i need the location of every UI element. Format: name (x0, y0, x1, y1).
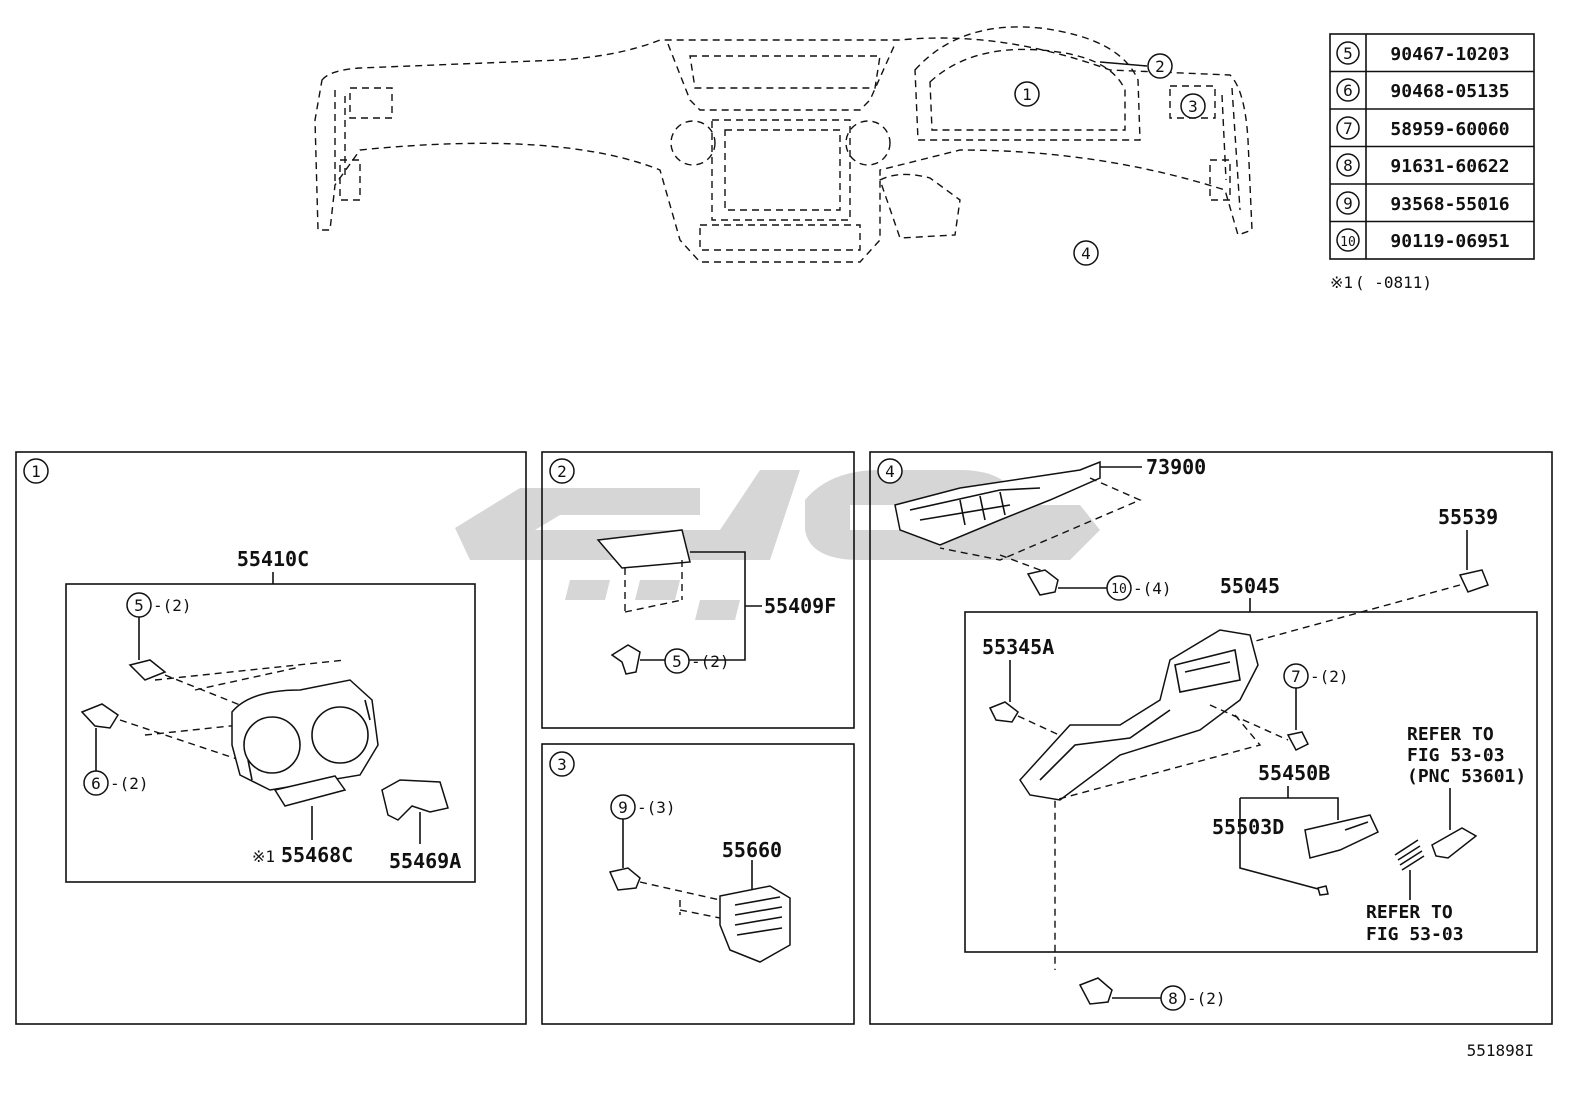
bracket-73900 (894, 460, 1101, 546)
svg-text:90467-10203: 90467-10203 (1390, 44, 1509, 65)
label-55503D[interactable]: 55503D (1212, 815, 1284, 839)
label-55469A[interactable]: 55469A (389, 849, 461, 873)
refer-text-2[interactable]: FIG 53-03 (1366, 924, 1464, 945)
glovebox-55503D (1304, 814, 1379, 859)
refer-text-3[interactable]: REFER TO (1407, 724, 1494, 745)
callout-5-panel2[interactable]: 5 -(2) (664, 648, 730, 674)
svg-text:10: 10 (1340, 235, 1356, 250)
clip-6 (80, 703, 120, 729)
dashboard-overview (314, 26, 1253, 263)
bolt-8 (1078, 977, 1113, 1005)
callout-9[interactable]: 9 -(3) (610, 794, 676, 868)
svg-text:-(3): -(3) (637, 798, 676, 817)
callout-5[interactable]: 5 -(2) (126, 592, 192, 660)
svg-text:2: 2 (1155, 57, 1165, 76)
clip-panel2 (610, 644, 641, 675)
screw-9 (608, 867, 641, 891)
svg-text:2: 2 (557, 462, 567, 481)
svg-text:-(2): -(2) (691, 652, 730, 671)
svg-text:6: 6 (1343, 81, 1353, 100)
svg-text:3: 3 (1188, 97, 1198, 116)
refer-text-5[interactable]: (PNC 53601) (1407, 766, 1526, 787)
svg-text:7: 7 (1343, 119, 1353, 138)
svg-text:-(4): -(4) (1133, 579, 1172, 598)
table-footnote-mark: ※1 (1330, 273, 1353, 292)
svg-text:90468-05135: 90468-05135 (1390, 81, 1509, 102)
label-55410C[interactable]: 55410C (237, 547, 309, 571)
label-55345A[interactable]: 55345A (982, 635, 1054, 659)
table-row: 8 91631-60622 (1336, 153, 1510, 177)
svg-text:10: 10 (1111, 582, 1127, 597)
label-55468C[interactable]: 55468C (281, 843, 353, 867)
svg-text:8: 8 (1343, 156, 1353, 175)
callout-7[interactable]: 7 -(2) (1283, 663, 1349, 730)
svg-text:93568-55016: 93568-55016 (1390, 194, 1509, 215)
table-row: 9 93568-55016 (1336, 191, 1510, 215)
table-row: 6 90468-05135 (1336, 78, 1510, 102)
label-73900[interactable]: 73900 (1146, 455, 1206, 479)
svg-text:-(2): -(2) (110, 774, 149, 793)
svg-text:5: 5 (1343, 44, 1353, 63)
panel-2: 2 55409F 5 -(2) (541, 451, 855, 729)
latch-53601 (1431, 827, 1478, 859)
label-55045[interactable]: 55045 (1220, 574, 1280, 598)
panel-1: 1 55410C 5 -(2) 6 -(2) (15, 451, 527, 1025)
svg-text:90119-06951: 90119-06951 (1390, 231, 1509, 252)
part-55468C-shape (273, 775, 347, 807)
label-55660[interactable]: 55660 (722, 838, 782, 862)
svg-text:9: 9 (618, 798, 628, 817)
table-row: 10 90119-06951 (1336, 228, 1510, 252)
cluster-bezel (231, 679, 379, 791)
svg-text:58959-60060: 58959-60060 (1390, 119, 1509, 140)
svg-text:4: 4 (1081, 244, 1091, 263)
figure-id: 551898I (1467, 1041, 1534, 1060)
parts-table: 5 90467-10203 6 90468-05135 7 58959-6006… (1329, 33, 1535, 292)
cover-55409F (596, 529, 691, 569)
svg-text:1: 1 (31, 462, 41, 481)
refer-text-1[interactable]: REFER TO (1366, 902, 1453, 923)
table-footnote-text: ( -0811) (1355, 273, 1432, 292)
clip-7 (1286, 731, 1310, 751)
bolt-10 (1026, 569, 1059, 596)
svg-text:1: 1 (1022, 85, 1032, 104)
svg-text:3: 3 (557, 755, 567, 774)
svg-text:8: 8 (1168, 989, 1178, 1008)
overview-callout-1[interactable]: 1 (1014, 81, 1040, 107)
overview-callout-2[interactable]: 2 (1099, 53, 1173, 79)
svg-text:-(2): -(2) (153, 596, 192, 615)
callout-10[interactable]: 10 -(4) (1106, 575, 1172, 601)
callout-8[interactable]: 8 -(2) (1160, 985, 1226, 1011)
svg-text:4: 4 (885, 462, 895, 481)
svg-text:91631-60622: 91631-60622 (1390, 156, 1509, 177)
svg-text:5: 5 (672, 652, 682, 671)
clip-55539 (1458, 569, 1489, 593)
part-55469A-shape (381, 779, 449, 821)
svg-text:5: 5 (134, 596, 144, 615)
svg-text:7: 7 (1291, 667, 1301, 686)
svg-text:※1: ※1 (252, 847, 275, 866)
label-55450B[interactable]: 55450B (1258, 761, 1330, 785)
callout-6[interactable]: 6 -(2) (83, 728, 149, 796)
svg-text:9: 9 (1343, 194, 1353, 213)
lower-panel-55045 (1019, 629, 1259, 801)
refer-text-4[interactable]: FIG 53-03 (1407, 745, 1505, 766)
clip-55345A (988, 701, 1019, 723)
table-row: 7 58959-60060 (1336, 116, 1510, 140)
panel-3: 3 9 -(3) 55660 (541, 743, 855, 1025)
svg-text:-(2): -(2) (1187, 989, 1226, 1008)
table-row: 5 90467-10203 (1336, 41, 1510, 65)
spring (1394, 839, 1425, 871)
label-55409F[interactable]: 55409F (764, 594, 836, 618)
panel-4: 4 73900 10 -(4) 55539 55045 55345A 7 -( (869, 451, 1553, 1025)
label-55539[interactable]: 55539 (1438, 505, 1498, 529)
svg-text:6: 6 (91, 774, 101, 793)
overview-callout-3[interactable]: 3 (1180, 93, 1206, 119)
small-clip (1317, 885, 1329, 896)
clip-5 (128, 659, 167, 681)
overview-callout-4[interactable]: 4 (1073, 240, 1099, 266)
svg-text:-(2): -(2) (1310, 667, 1349, 686)
